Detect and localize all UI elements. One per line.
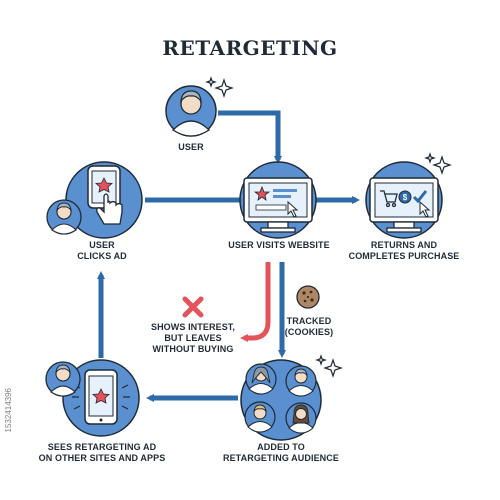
hand-click-ad-icon: [65, 161, 143, 239]
star-icon-ad: [95, 177, 113, 193]
label-shows-interest: SHOWS INTEREST, BUT LEAVES WITHOUT BUYIN…: [150, 322, 235, 354]
page-title: RETARGETING: [162, 36, 338, 60]
label-user-clicks-ad: USER CLICKS AD: [77, 240, 127, 261]
star-icon-phone: [92, 388, 110, 404]
audience-person-2: [285, 365, 317, 397]
group-icon: [240, 359, 322, 441]
stock-id-watermark: 1532414396: [4, 388, 13, 433]
label-tracked-cookies: TRACKED (COOKIES): [284, 316, 334, 337]
small-user-avatar-icon: [46, 199, 82, 235]
dollar-icon: [398, 190, 412, 204]
svg-text:$: $: [403, 193, 408, 202]
check-icon: [412, 190, 428, 204]
purchase-cursor-icon: [419, 200, 431, 218]
computer-icon: [239, 161, 317, 239]
phone-ad-icon: [62, 359, 140, 437]
user-avatar-icon: [165, 85, 217, 137]
cart-icon: [380, 190, 398, 208]
sparkle-icon-right: [424, 152, 452, 175]
cookie-icon: [296, 285, 320, 309]
label-sees-retargeting-ad: SEES RETARGETING AD ON OTHER SITES AND A…: [38, 442, 166, 463]
cursor-icon: [287, 200, 299, 218]
label-added-to-audience: ADDED TO RETARGETING AUDIENCE: [222, 442, 339, 463]
audience-person-4: [285, 402, 317, 434]
flow-arrows: [97, 110, 360, 402]
arrow-user-to-visit: [218, 110, 282, 164]
audience-person-3: [244, 401, 276, 433]
purchase-computer-icon: $: [365, 161, 443, 239]
small-user-avatar-icon-bottom: [45, 361, 81, 397]
hand-pointer-icon: [96, 193, 123, 225]
sparkle-icon: [205, 76, 234, 98]
label-user-visits-website: USER VISITS WEBSITE: [228, 240, 330, 250]
label-user: USER: [178, 142, 204, 152]
arrow-leaves-red: [240, 262, 271, 342]
sparkle-icon-audience: [315, 354, 343, 378]
cross-icon: [182, 296, 204, 318]
label-returns-purchase: RETURNS AND COMPLETES PURCHASE: [348, 240, 460, 261]
star-icon: [253, 185, 271, 201]
audience-person-1: [245, 363, 277, 395]
